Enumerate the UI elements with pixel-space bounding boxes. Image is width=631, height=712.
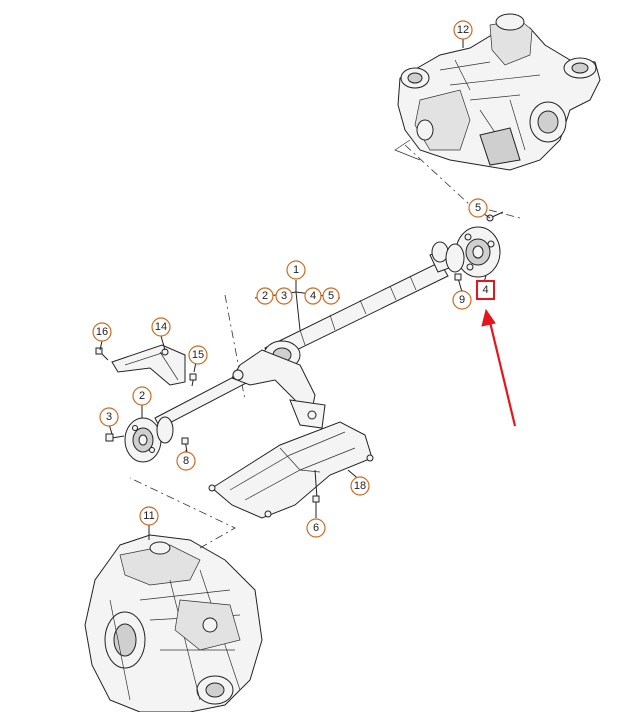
svg-text:5: 5 — [475, 202, 481, 214]
callout-3[interactable]: 3 — [99, 407, 119, 427]
svg-text:5: 5 — [328, 290, 334, 302]
svg-text:3: 3 — [281, 290, 287, 302]
svg-text:1: 1 — [293, 264, 299, 276]
svg-text:6: 6 — [313, 522, 319, 534]
callout-2[interactable]: 2 — [132, 386, 152, 406]
bolts — [95, 211, 504, 503]
callout-16[interactable]: 16 — [92, 322, 112, 342]
heat-shield — [208, 421, 374, 519]
callout-9[interactable]: 9 — [452, 290, 472, 310]
callout-1-sub-5[interactable]: 5 — [322, 287, 340, 305]
svg-text:2: 2 — [262, 290, 268, 302]
callout-5-rear[interactable]: 5 — [468, 198, 488, 218]
callout-4-highlighted[interactable]: 4 — [476, 280, 495, 300]
center-bearing-bracket — [231, 349, 326, 429]
callout-6[interactable]: 6 — [306, 518, 326, 538]
rear-flex-coupling — [445, 226, 501, 278]
svg-text:4: 4 — [310, 290, 316, 302]
front-heat-shield — [111, 344, 186, 386]
svg-text:3: 3 — [106, 411, 112, 423]
callout-12[interactable]: 12 — [453, 20, 473, 40]
svg-text:14: 14 — [155, 321, 167, 333]
svg-text:15: 15 — [192, 349, 204, 361]
front-flex-coupling — [124, 416, 174, 463]
callout-8[interactable]: 8 — [176, 451, 196, 471]
callout-1-sub-2[interactable]: 2 — [256, 287, 274, 305]
svg-text:16: 16 — [96, 326, 108, 338]
svg-text:9: 9 — [459, 294, 465, 306]
svg-text:12: 12 — [457, 24, 469, 36]
callout-11[interactable]: 11 — [139, 506, 159, 526]
rear-final-drive — [394, 13, 601, 171]
transmission — [84, 534, 263, 712]
callout-1-sub-3[interactable]: 3 — [275, 287, 293, 305]
callout-18[interactable]: 18 — [350, 476, 370, 496]
svg-text:18: 18 — [354, 480, 366, 492]
callout-15[interactable]: 15 — [188, 345, 208, 365]
svg-text:11: 11 — [143, 510, 154, 522]
callout-1-sub-4[interactable]: 4 — [304, 287, 322, 305]
svg-text:4: 4 — [482, 284, 488, 296]
svg-text:2: 2 — [139, 390, 145, 402]
callout-14[interactable]: 14 — [151, 317, 171, 337]
svg-text:8: 8 — [183, 455, 189, 467]
callout-1[interactable]: 1 — [286, 260, 306, 280]
red-arrow-indicator — [481, 308, 517, 427]
